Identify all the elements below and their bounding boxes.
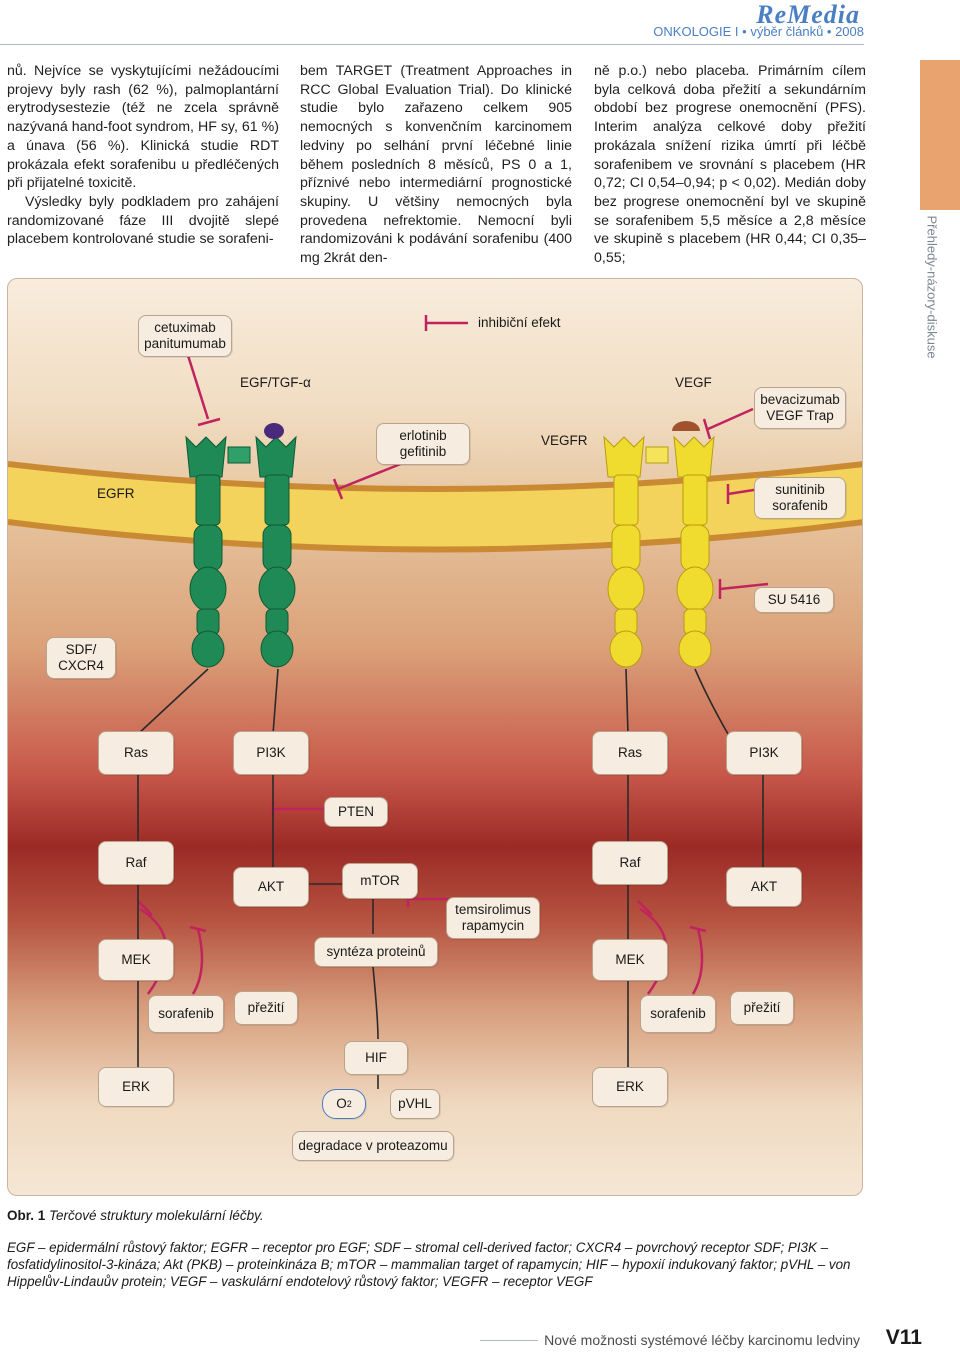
erlotinib-box: erlotinib gefitinib xyxy=(376,423,470,465)
pathway-diagram xyxy=(8,315,862,1089)
sorafenib-right-box: sorafenib xyxy=(640,995,716,1033)
su5416-box: SU 5416 xyxy=(754,587,834,613)
degradation-box: degradace v proteazomu xyxy=(292,1131,454,1161)
text-column-1: nů. Nejvíce se vyskytujícími nežádoucími… xyxy=(7,62,279,249)
ras-left-box: Ras xyxy=(98,731,174,775)
inhibition-legend: inhibiční efekt xyxy=(478,315,561,330)
pvhl-box: pVHL xyxy=(390,1089,440,1119)
vegf-label: VEGF xyxy=(675,375,712,390)
figure-title: Terčové struktury molekulární léčby. xyxy=(49,1208,264,1223)
vegfr-receptor xyxy=(603,435,715,668)
protein-synthesis-box: syntéza proteinů xyxy=(314,937,438,967)
header-rule xyxy=(0,44,864,45)
section-label: Přehledy-názory-diskuse xyxy=(924,215,940,359)
akt-left-box: AKT xyxy=(233,867,309,907)
raf-left-box: Raf xyxy=(98,841,174,885)
egf-tgf-label: EGF/TGF-α xyxy=(240,375,311,390)
paragraph: Výsledky byly podkladem pro zahájení ran… xyxy=(7,193,279,248)
raf-right-box: Raf xyxy=(592,841,668,885)
vegfr-label: VEGFR xyxy=(541,433,588,448)
paragraph: ně p.o.) nebo placeba. Primárním cílem b… xyxy=(594,63,866,267)
pi3k-left-box: PI3K xyxy=(233,731,309,775)
o2-label: O xyxy=(336,1096,347,1111)
figure-legend: EGF – epidermální růstový faktor; EGFR –… xyxy=(7,1240,851,1289)
sdf-box: SDF/ CXCR4 xyxy=(46,637,116,679)
text-column-2: bem TARGET (Treatment Approaches in RCC … xyxy=(300,62,572,268)
hif-box: HIF xyxy=(344,1041,408,1075)
mek-left-box: MEK xyxy=(98,939,174,981)
erk-left-box: ERK xyxy=(98,1067,174,1107)
vegf-ligand xyxy=(672,421,700,431)
pten-box: PTEN xyxy=(324,797,388,827)
mek-right-box: MEK xyxy=(592,939,668,981)
figure-number: Obr. 1 xyxy=(7,1208,46,1223)
bevacizumab-box: bevacizumab VEGF Trap xyxy=(754,387,846,429)
paragraph: bem TARGET (Treatment Approaches in RCC … xyxy=(300,63,572,267)
pi3k-right-box: PI3K xyxy=(726,731,802,775)
sorafenib-left-box: sorafenib xyxy=(148,995,224,1033)
survival-right-box: přežití xyxy=(730,991,794,1025)
erk-right-box: ERK xyxy=(592,1067,668,1107)
akt-right-box: AKT xyxy=(726,867,802,907)
ras-right-box: Ras xyxy=(592,731,668,775)
mtor-box: mTOR xyxy=(342,863,418,899)
footer-title: Nové možnosti systémové léčby karcinomu … xyxy=(538,1332,860,1348)
figure-caption: Obr. 1 Terčové struktury molekulární léč… xyxy=(7,1208,264,1223)
o2-subscript: 2 xyxy=(346,1099,352,1109)
section-tab xyxy=(920,60,960,210)
egf-ligand xyxy=(264,423,284,439)
text-column-3: ně p.o.) nebo placeba. Primárním cílem b… xyxy=(594,62,866,268)
signaling-arrows xyxy=(137,668,764,1089)
journal-brand: ReMedia xyxy=(756,0,860,29)
survival-left-box: přežití xyxy=(234,991,298,1025)
sunitinib-box: sunitinib sorafenib xyxy=(754,477,846,519)
page-number: V11 xyxy=(885,1326,922,1349)
paragraph: nů. Nejvíce se vyskytujícími nežádoucími… xyxy=(7,63,279,192)
cetuximab-box: cetuximab panitumumab xyxy=(138,315,232,357)
temsirolimus-box: temsirolimus rapamycin xyxy=(446,897,540,939)
pathway-figure: cetuximab panitumumab EGF/TGF-α inhibičn… xyxy=(7,278,863,1196)
egfr-label: EGFR xyxy=(97,486,135,501)
journal-subtitle: ONKOLOGIE I • výběr článků • 2008 xyxy=(653,24,864,39)
egfr-receptor xyxy=(185,435,297,668)
